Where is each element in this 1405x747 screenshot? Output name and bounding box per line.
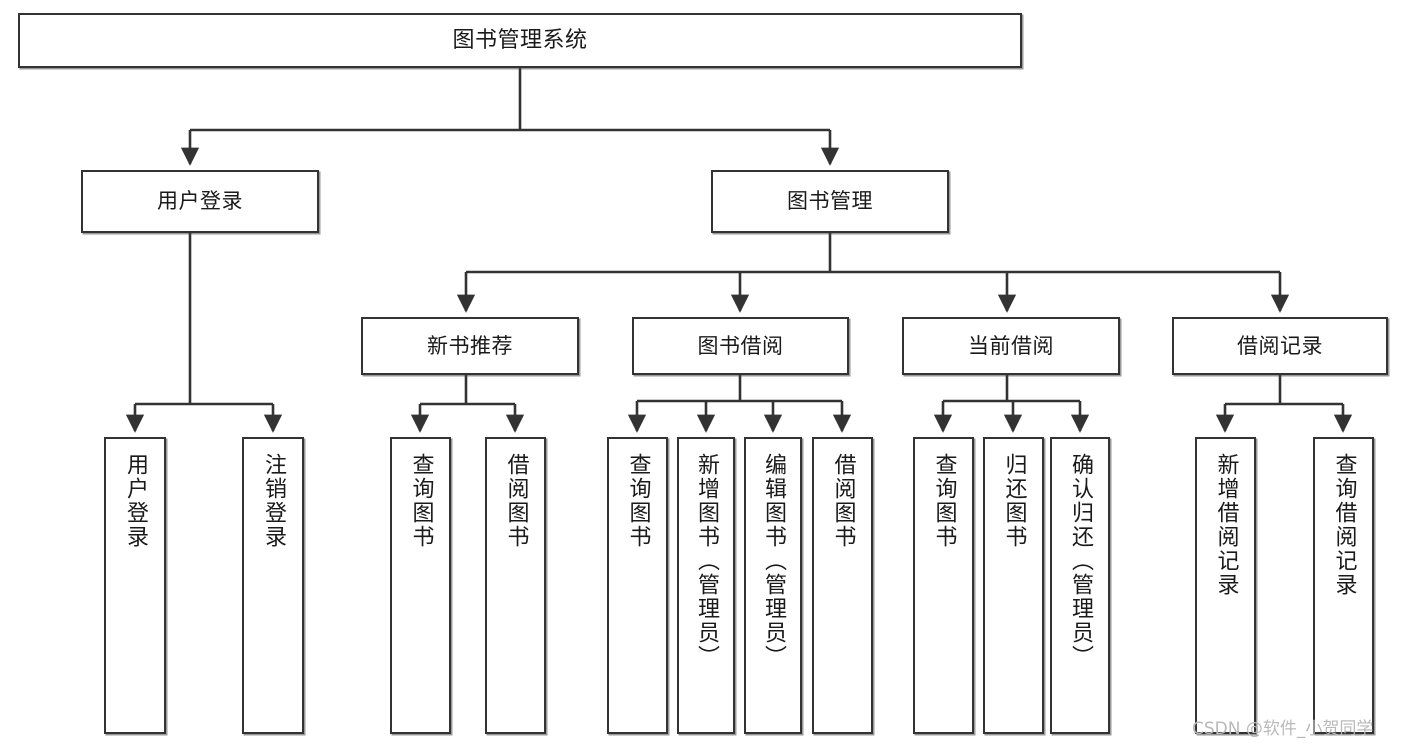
node-new-book-rec-label: 新书推荐	[427, 333, 513, 358]
node-leaf-borrow-book-2-label: 借阅图书	[830, 453, 856, 549]
node-leaf-query-book-3-label: 查询图书	[931, 453, 957, 549]
node-user-login-label: 用户登录	[157, 189, 243, 214]
node-leaf-query-book-1-label: 查询图书	[408, 453, 434, 549]
node-book-manage-label: 图书管理	[787, 189, 873, 214]
node-leaf-query-book-2-label: 查询图书	[625, 453, 651, 549]
node-book-borrow-label: 图书借阅	[697, 333, 784, 358]
node-book-borrow[interactable]: 图书借阅	[632, 317, 849, 375]
node-leaf-user-login[interactable]: 用户登录	[104, 437, 166, 734]
node-leaf-add-book[interactable]: 新增图书（管理员）	[677, 437, 735, 734]
node-leaf-add-record-label: 新增借阅记录	[1213, 453, 1239, 597]
node-root-label: 图书管理系统	[452, 27, 588, 53]
node-leaf-query-record-label: 查询借阅记录	[1331, 453, 1357, 597]
node-leaf-borrow-book-1-label: 借阅图书	[503, 453, 529, 549]
node-leaf-confirm-return[interactable]: 确认归还（管理员）	[1050, 437, 1110, 734]
node-leaf-edit-book[interactable]: 编辑图书（管理员）	[744, 437, 802, 734]
node-leaf-user-logout[interactable]: 注销登录	[242, 437, 304, 734]
csdn-watermark: CSDN @软件_小贺同学	[1192, 719, 1374, 739]
node-leaf-query-book-1[interactable]: 查询图书	[390, 437, 451, 734]
node-leaf-user-logout-label: 注销登录	[260, 453, 286, 549]
node-root[interactable]: 图书管理系统	[18, 13, 1022, 68]
node-current-borrow-label: 当前借阅	[968, 333, 1054, 358]
node-leaf-borrow-book-2[interactable]: 借阅图书	[812, 437, 873, 734]
node-leaf-add-book-label: 新增图书（管理员）	[693, 453, 719, 669]
node-book-manage[interactable]: 图书管理	[711, 170, 949, 233]
node-leaf-query-book-3[interactable]: 查询图书	[913, 437, 974, 734]
node-leaf-add-record[interactable]: 新增借阅记录	[1195, 437, 1256, 734]
node-leaf-query-record[interactable]: 查询借阅记录	[1313, 437, 1374, 734]
node-current-borrow[interactable]: 当前借阅	[902, 317, 1120, 375]
node-borrow-record[interactable]: 借阅记录	[1172, 317, 1388, 375]
node-borrow-record-label: 借阅记录	[1237, 333, 1323, 358]
node-leaf-edit-book-label: 编辑图书（管理员）	[760, 453, 786, 669]
node-leaf-return-book[interactable]: 归还图书	[983, 437, 1044, 734]
node-new-book-rec[interactable]: 新书推荐	[361, 317, 579, 375]
node-user-login[interactable]: 用户登录	[81, 170, 319, 233]
node-leaf-return-book-label: 归还图书	[1001, 453, 1027, 549]
node-leaf-confirm-return-label: 确认归还（管理员）	[1067, 453, 1093, 669]
node-leaf-query-book-2[interactable]: 查询图书	[607, 437, 668, 734]
node-leaf-borrow-book-1[interactable]: 借阅图书	[485, 437, 546, 734]
node-leaf-user-login-label: 用户登录	[122, 453, 148, 549]
